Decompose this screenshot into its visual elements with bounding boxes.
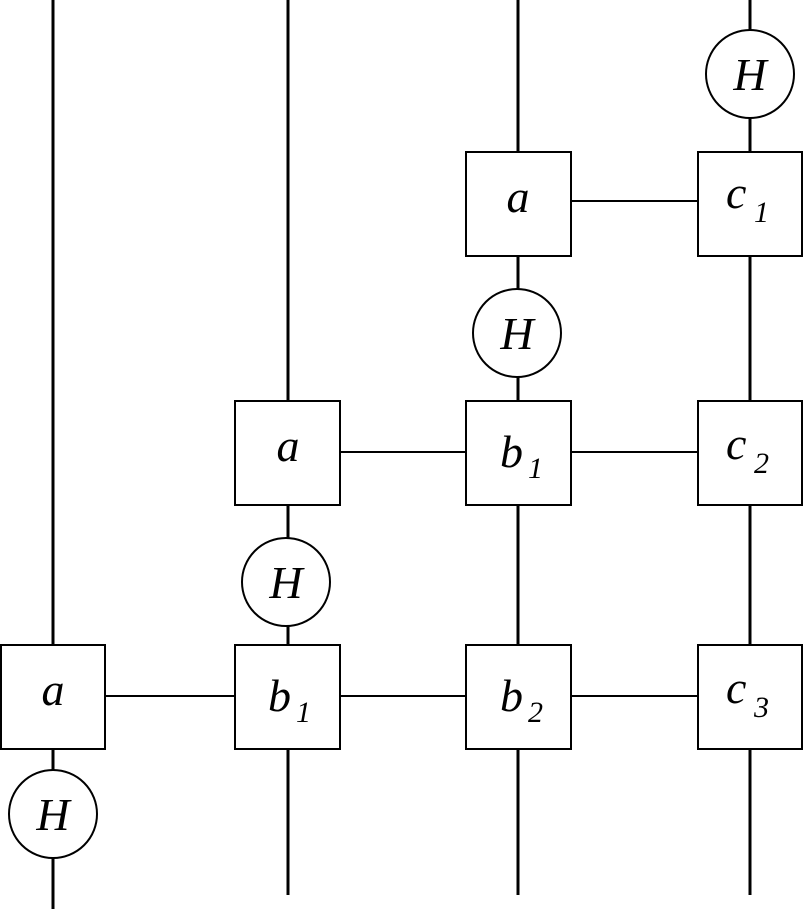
gate-b2-subscript: 2 — [528, 696, 543, 729]
gate-b1-subscript: 1 — [296, 696, 311, 729]
hadamard-gate-wire2: H — [241, 537, 331, 627]
gate-c1: c 1 — [697, 151, 803, 257]
hadamard-gate-wire4: H — [705, 29, 795, 119]
gate-a-wire2: a — [234, 400, 341, 506]
hadamard-label: H — [732, 49, 769, 100]
gate-b1-wire2: b 1 — [234, 644, 341, 750]
hadamard-label: H — [499, 308, 536, 359]
gate-b1-label: b — [268, 670, 291, 721]
gate-c2-label: c — [726, 418, 746, 469]
gate-c3-subscript: 3 — [753, 691, 769, 724]
gate-c2: c 2 — [697, 400, 803, 506]
gate-c3: c 3 — [697, 644, 803, 750]
gate-b1-wire3: b 1 — [465, 400, 572, 506]
gate-b2-wire3: b 2 — [465, 644, 572, 750]
gate-b2-label: b — [500, 670, 523, 721]
gate-c3-label: c — [726, 662, 746, 713]
gate-c1-label: c — [726, 167, 746, 218]
gate-a-wire1: a — [0, 644, 106, 750]
hadamard-gate-wire1: H — [8, 769, 98, 859]
hadamard-gate-wire3: H — [472, 288, 562, 378]
gate-b1-label: b — [500, 426, 523, 477]
gate-b1-subscript: 1 — [528, 452, 543, 485]
gate-a-label: a — [507, 171, 530, 222]
gate-a-label: a — [277, 420, 300, 471]
gate-c1-subscript: 1 — [754, 196, 769, 229]
hadamard-label: H — [268, 557, 305, 608]
gate-a-label: a — [42, 664, 65, 715]
hadamard-label: H — [35, 789, 72, 840]
gate-a-wire3: a — [465, 151, 572, 257]
gate-c2-subscript: 2 — [754, 447, 769, 480]
